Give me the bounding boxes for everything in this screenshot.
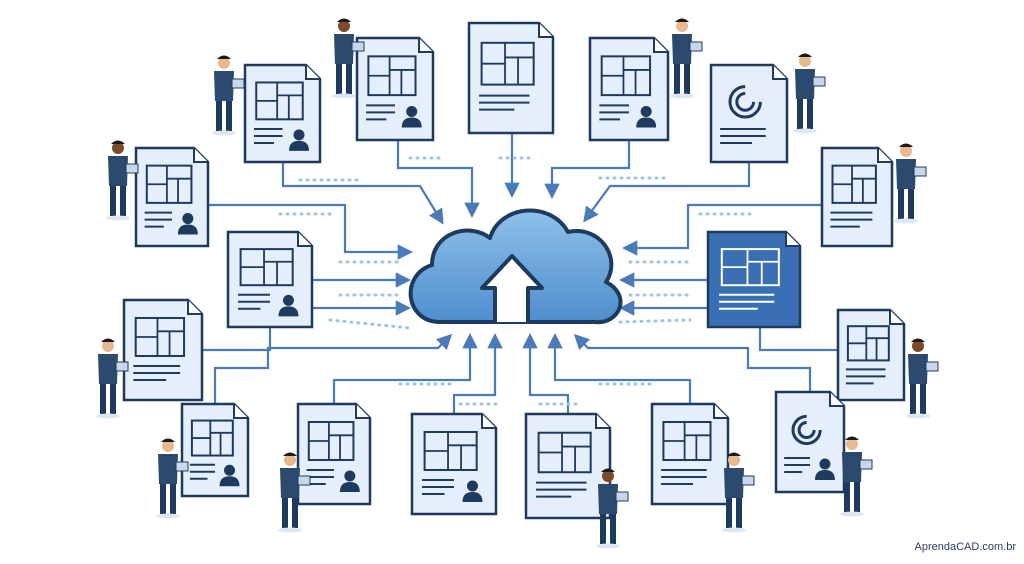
blueprint-document-icon	[134, 146, 210, 248]
person-figure	[670, 18, 703, 99]
dotted-trail	[618, 318, 692, 324]
connector-arrow	[583, 162, 751, 223]
person-figure	[906, 338, 939, 419]
person-icon	[814, 458, 835, 480]
connector-arrow	[522, 332, 570, 414]
dotted-trail	[328, 318, 412, 330]
person-figure	[96, 338, 129, 419]
connector-arrow	[573, 333, 812, 392]
blueprint-document-icon	[820, 146, 894, 248]
connector-arrow	[544, 140, 631, 200]
connector-lines	[202, 133, 838, 414]
blueprint-document-icon	[243, 63, 322, 164]
connector-arrow	[332, 332, 478, 404]
person-figure	[212, 55, 245, 136]
connector-arrow	[202, 300, 412, 352]
person-icon	[177, 213, 198, 235]
person-figure	[722, 452, 755, 533]
person-figure	[793, 53, 826, 134]
cloud-upload-icon	[408, 208, 623, 325]
blueprint-document-icon	[709, 63, 789, 164]
dotted-trails	[278, 156, 752, 406]
connector-arrow	[618, 300, 838, 352]
person-figure	[106, 140, 139, 221]
person-icon	[462, 480, 483, 502]
person-icon	[636, 105, 657, 128]
person-icon	[339, 470, 360, 492]
blueprint-document-icon	[774, 390, 846, 494]
person-icon	[289, 129, 309, 151]
connector-arrow	[452, 332, 503, 414]
credit-label: AprendaCAD.com.br	[914, 541, 1017, 553]
blueprint-document-icon	[706, 230, 802, 329]
person-icon	[219, 464, 240, 487]
person-icon	[401, 105, 422, 128]
connector-arrow	[281, 162, 444, 225]
person-figure	[840, 436, 873, 517]
connector-arrow	[208, 203, 414, 260]
blueprint-document-icon	[467, 21, 555, 135]
person-figure	[156, 438, 189, 519]
blueprint-document-icon	[650, 402, 730, 506]
blueprint-document-icon	[226, 230, 314, 329]
person-figure	[596, 468, 629, 549]
blueprint-document-icon	[355, 36, 435, 142]
person-figure	[894, 143, 927, 224]
connector-arrow	[621, 203, 822, 256]
blueprint-document-icon	[122, 298, 204, 402]
blueprint-document-icon	[588, 36, 670, 142]
blueprint-document-icon	[296, 402, 372, 506]
people-group	[96, 18, 939, 549]
person-icon	[278, 294, 299, 317]
person-figure	[278, 452, 311, 533]
blueprint-document-icon	[180, 402, 250, 498]
blueprint-document-icon	[836, 308, 906, 402]
connector-arrow	[547, 332, 692, 404]
connector-arrow	[396, 140, 480, 219]
blueprint-document-icon	[410, 412, 498, 516]
document-group	[122, 21, 906, 520]
person-figure	[332, 18, 365, 99]
blueprint-document-icon	[524, 412, 612, 520]
connector-arrow	[213, 333, 453, 404]
